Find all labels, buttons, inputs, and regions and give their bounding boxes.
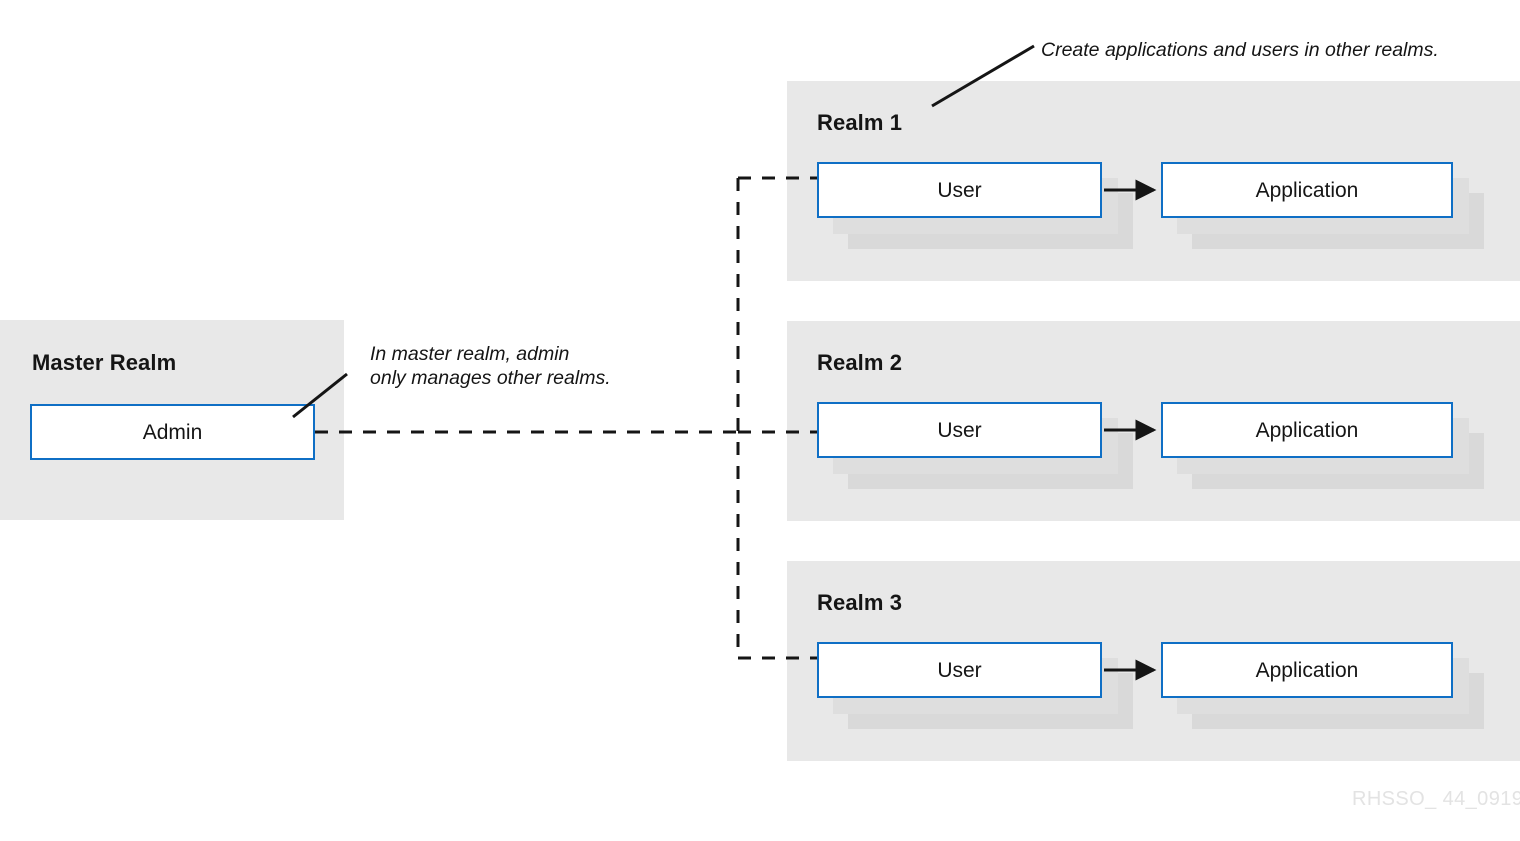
node-front-card: User (817, 162, 1102, 218)
node-front-card: Application (1161, 402, 1453, 458)
realm-3-title: Realm 3 (817, 590, 903, 615)
realm-2-node-user[interactable]: User (817, 402, 1133, 489)
node-label: Application (1255, 178, 1359, 202)
node-label: User (937, 418, 982, 442)
node-front-card: Application (1161, 642, 1453, 698)
realm-2-title: Realm 2 (817, 350, 903, 375)
watermark-label: RHSSO_ 44_0919 (1352, 788, 1520, 810)
annotation-master-note: In master realm, admin only manages othe… (370, 343, 611, 389)
realm-2-node-application[interactable]: Application (1161, 402, 1484, 489)
node-front-card: Application (1161, 162, 1453, 218)
node-label: Admin (142, 420, 203, 444)
realm-1-title: Realm 1 (817, 110, 903, 135)
realm-3-node-user[interactable]: User (817, 642, 1133, 729)
annotation-create-note: Create applications and users in other r… (1041, 39, 1439, 61)
node-admin[interactable]: Admin (30, 404, 315, 460)
realm-3-node-application[interactable]: Application (1161, 642, 1484, 729)
node-front-card: User (817, 642, 1102, 698)
node-label: User (937, 658, 982, 682)
node-front-card: Admin (30, 404, 315, 460)
master-realm-title: Master Realm (32, 350, 177, 375)
realm-1-node-user[interactable]: User (817, 162, 1133, 249)
node-label: User (937, 178, 982, 202)
node-front-card: User (817, 402, 1102, 458)
node-label: Application (1255, 658, 1359, 682)
node-label: Application (1255, 418, 1359, 442)
realm-1-node-application[interactable]: Application (1161, 162, 1484, 249)
